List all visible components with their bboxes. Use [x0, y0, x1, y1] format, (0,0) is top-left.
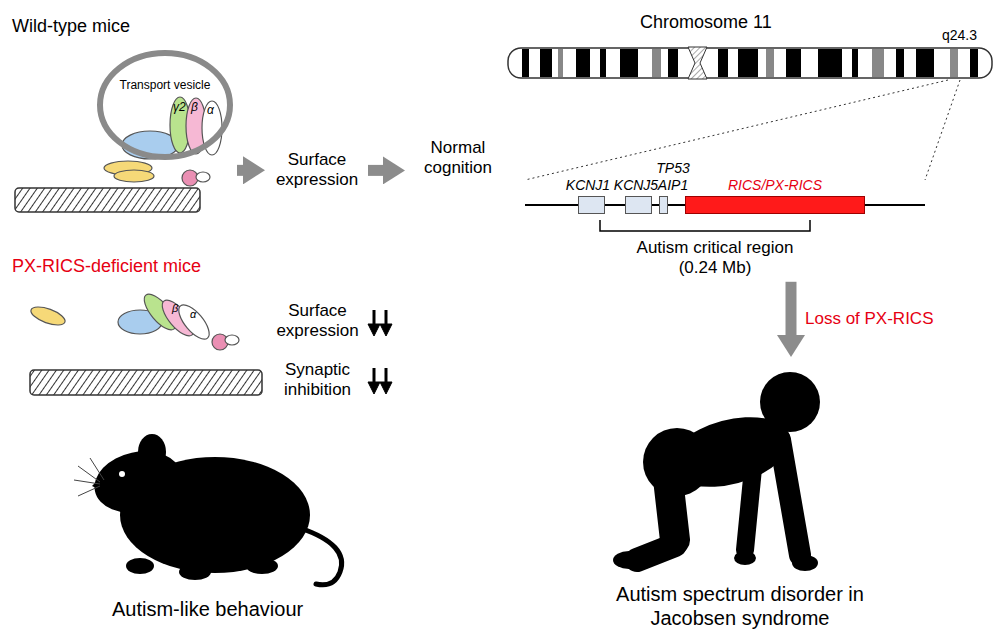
chromosome-band	[558, 49, 563, 77]
chromosome-band	[818, 49, 842, 77]
node-text: Normal cognition	[408, 138, 508, 179]
edge-label: Loss of PX-RICS	[805, 309, 934, 329]
rics-gene-box	[685, 196, 865, 214]
subunit-name: α	[190, 308, 196, 321]
chromosome-band	[738, 49, 758, 77]
gene: KCNJ1	[561, 177, 621, 214]
chromosome-band	[600, 49, 606, 77]
chromosome-band	[576, 49, 590, 77]
rics-gene: RICS/PX-RICS	[685, 177, 865, 214]
gene-name: KCNJ5	[606, 177, 666, 194]
chromosome-band	[950, 49, 958, 77]
label: PX-RICS-deficient mice	[12, 256, 201, 278]
block-arrow	[786, 282, 797, 335]
label: Autism-like behaviour	[112, 597, 303, 621]
label: Wild-type mice	[12, 16, 130, 38]
label: Synaptic inhibition	[270, 360, 365, 401]
microtubule	[30, 370, 262, 395]
gene-name: RICS/PX-RICS	[685, 177, 865, 194]
zoom-line	[925, 80, 960, 180]
label: Chromosome 11	[640, 12, 772, 34]
node-text: Autism critical region (0.24 Mb)	[620, 238, 810, 279]
node-text: Surface expression	[268, 150, 366, 191]
scattered-subunits	[29, 289, 239, 350]
gene: TP53 AIP1	[640, 160, 686, 214]
chromosome-band	[852, 49, 858, 77]
chromosome-band	[718, 49, 728, 77]
zoom-line	[525, 80, 948, 180]
gene-box	[578, 196, 605, 214]
chromosome-band	[896, 49, 904, 77]
gene-name: KCNJ1	[558, 177, 618, 194]
chromosome-band	[766, 49, 774, 77]
subunit-name: γ2	[173, 100, 186, 114]
text-node: Autism critical region (0.24 Mb)	[620, 238, 810, 279]
block-arrow	[368, 165, 383, 176]
child-figure: Autism spectrum disorder in Jacobsen syn…	[605, 360, 875, 630]
gene-box	[625, 196, 652, 214]
text-node: Normal cognition	[408, 138, 508, 179]
subunit-name: α	[207, 103, 214, 117]
chromosome-band	[652, 49, 661, 77]
transport-vesicle: Transport vesicle	[95, 50, 235, 195]
child-silhouette	[605, 360, 875, 578]
centromere	[688, 47, 707, 79]
block-arrow	[237, 165, 243, 176]
gene-box	[659, 196, 668, 214]
chromosome-band	[916, 49, 934, 77]
vesicle-label: Transport vesicle	[95, 78, 235, 92]
vesicle-outline	[95, 50, 235, 195]
label: q24.3	[942, 27, 977, 44]
node-text: Autism spectrum disorder in Jacobsen syn…	[605, 582, 875, 630]
microtubule	[15, 188, 200, 212]
chromosome-band	[540, 49, 552, 77]
chromosome-band	[970, 49, 978, 77]
chromosome-band	[872, 49, 884, 77]
chromosome-band	[786, 49, 801, 77]
decrease-arrows	[368, 310, 392, 394]
subunit-name: β	[191, 100, 198, 114]
gene-name: TP53 AIP1	[650, 160, 696, 194]
label: Surface expression	[270, 301, 365, 342]
chromosome-band	[668, 49, 678, 77]
chromosome-band	[522, 49, 529, 77]
subunit-name: β	[172, 302, 178, 315]
chromosome-band	[620, 49, 638, 77]
region-bracket	[600, 220, 810, 231]
mouse-silhouette	[74, 434, 342, 585]
chromosome-ideogram	[508, 47, 992, 79]
text-node: Surface expression	[268, 150, 366, 191]
